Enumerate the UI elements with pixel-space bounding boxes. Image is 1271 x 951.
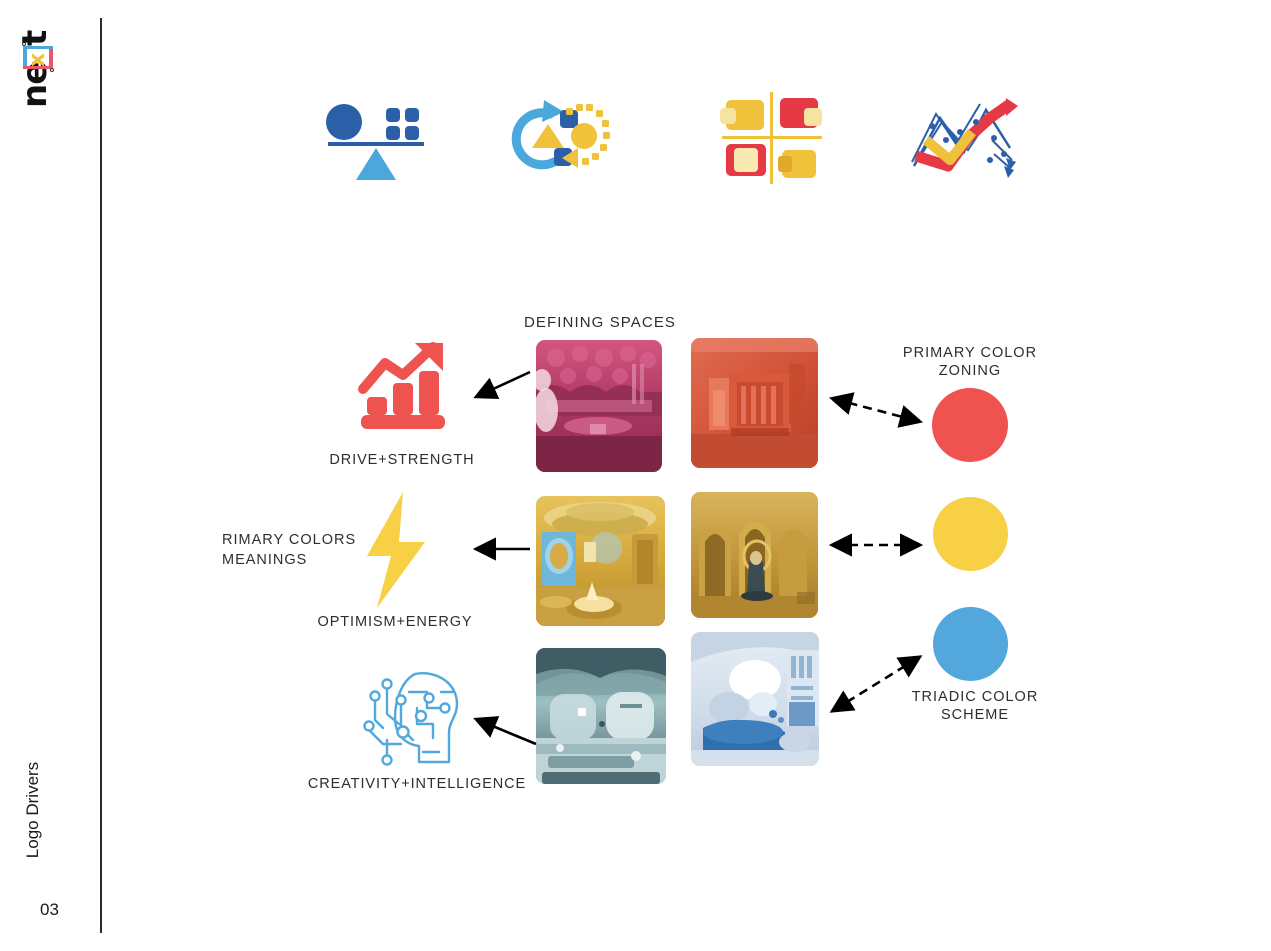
logo-bracket-right [23, 46, 53, 49]
lightning-bolt-icon [280, 490, 510, 610]
heading-primary-colors-meanings: RIMARY COLORS MEANINGS [222, 532, 357, 568]
quadrant-grid-icon[interactable] [712, 88, 832, 188]
logo-dot-lower [50, 68, 54, 72]
ai-brain-circuit-icon [302, 662, 532, 772]
tile-amber-arcade-interior[interactable] [691, 492, 818, 618]
driver-creativity-intelligence[interactable]: CREATIVITY+INTELLIGENCE [302, 662, 532, 792]
heading-primary-color-zoning: PRIMARY COLOR ZONING [902, 345, 1038, 379]
brand-logo-trailing: t [15, 30, 55, 46]
tile-golden-rotunda-interior[interactable] [536, 496, 665, 626]
driver-optimism-energy[interactable]: OPTIMISM+ENERGY [280, 490, 510, 630]
heading-triadic-color-scheme: TRIADIC COLOR SCHEME [911, 689, 1039, 723]
driver-optimism-label: OPTIMISM+ENERGY [317, 614, 473, 630]
driver-creativity-label: CREATIVITY+INTELLIGENCE [307, 776, 527, 792]
cycle-flow-icon[interactable] [492, 88, 612, 188]
tile-pink-lounge-interior[interactable] [536, 340, 662, 472]
tile-red-corridor-interior[interactable] [691, 338, 818, 468]
sidebar-divider [100, 18, 102, 933]
tile-blue-white-pod-interior[interactable] [691, 632, 819, 766]
sidebar: ne x t Logo Drivers 03 [0, 0, 104, 951]
page-number: 03 [40, 900, 59, 919]
driver-drive-strength[interactable]: DRIVE+STRENGTH [287, 338, 517, 468]
driver-drive-label: DRIVE+STRENGTH [329, 452, 475, 468]
top-icon-strip [104, 88, 1271, 198]
red-color-swatch[interactable] [932, 388, 1008, 462]
blue-color-swatch[interactable] [933, 607, 1008, 681]
brand-logo[interactable]: ne x t [15, 31, 112, 108]
tile-teal-futuristic-interior[interactable] [536, 648, 666, 784]
balance-scale-icon[interactable] [316, 88, 436, 188]
yellow-color-swatch[interactable] [933, 497, 1008, 571]
zigzag-network-icon[interactable] [906, 88, 1026, 188]
brand-logo-text: ne [15, 62, 55, 108]
dashed-arrow-tile-to-red-swatch [828, 392, 924, 428]
logo-x-letter: x [25, 52, 50, 67]
growth-chart-icon [287, 338, 517, 448]
heading-defining-spaces: DEFINING SPACES [523, 314, 677, 331]
section-label: Logo Drivers [23, 761, 42, 859]
